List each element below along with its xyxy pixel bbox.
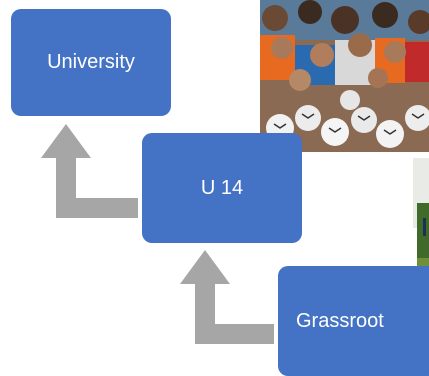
up-arrow-icon bbox=[180, 250, 274, 344]
level-label: Grassroot bbox=[296, 309, 384, 332]
level-label: U 14 bbox=[200, 176, 244, 199]
children-with-footballs-photo bbox=[260, 0, 429, 152]
level-box-grassroot: Grassroot bbox=[278, 266, 429, 376]
level-label: University bbox=[47, 51, 135, 73]
up-arrow-icon bbox=[41, 124, 138, 218]
level-box-university: University bbox=[11, 9, 171, 116]
level-box-u14: U 14 bbox=[142, 133, 302, 243]
